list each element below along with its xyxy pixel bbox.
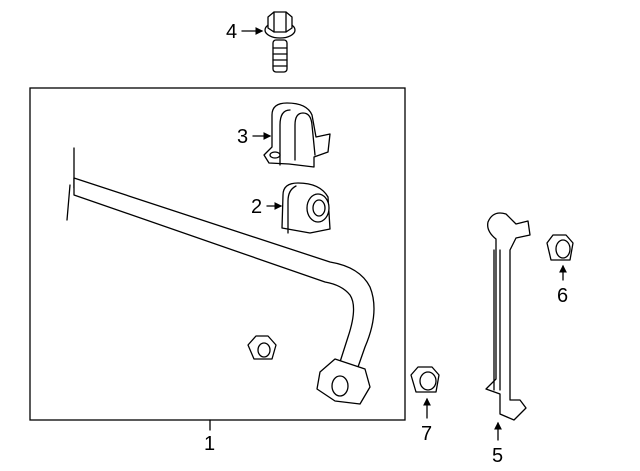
bushing-part [281, 182, 331, 234]
callout-2[interactable]: 2 [251, 196, 283, 218]
nut-7-part [410, 366, 440, 393]
svg-text:3: 3 [237, 126, 248, 148]
nut-6-part [546, 234, 574, 261]
bolt-part [264, 11, 296, 73]
svg-text:6: 6 [557, 285, 568, 307]
svg-text:1: 1 [204, 433, 215, 455]
svg-text:2: 2 [251, 196, 262, 218]
assembly-box [29, 87, 406, 421]
callout-6[interactable]: 6 [557, 264, 568, 307]
callout-5[interactable]: 5 [492, 421, 503, 467]
stabilizer-bar-part [66, 147, 375, 405]
bracket-part [263, 102, 331, 168]
callout-4[interactable]: 4 [226, 21, 264, 43]
nut-part [247, 335, 277, 360]
svg-text:7: 7 [421, 423, 432, 445]
callout-3[interactable]: 3 [237, 126, 272, 148]
stabilizer-link-part [485, 212, 531, 421]
callout-7[interactable]: 7 [421, 397, 432, 445]
svg-text:5: 5 [492, 445, 503, 467]
callout-1[interactable]: 1 [204, 419, 215, 455]
svg-text:4: 4 [226, 21, 237, 43]
